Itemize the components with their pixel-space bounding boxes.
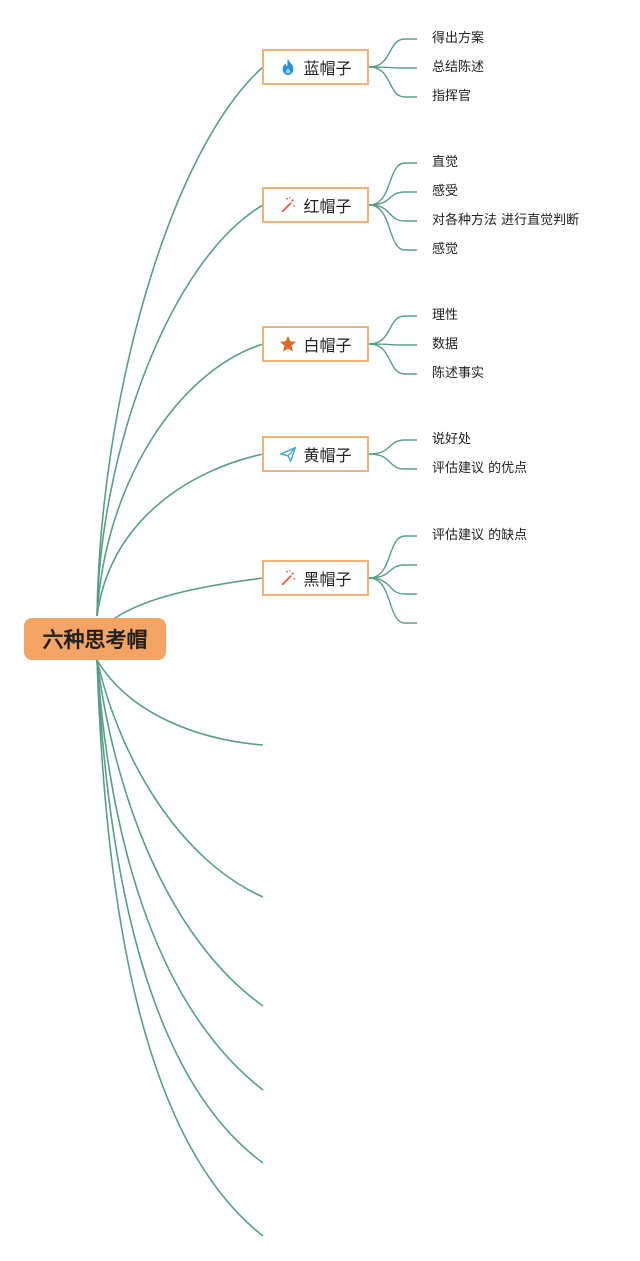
subtopic-connector <box>368 66 417 98</box>
subtopic-label[interactable]: 理性 <box>432 308 459 323</box>
topic-white-hat[interactable]: 白帽子 <box>262 326 369 362</box>
subtopic-label[interactable]: 感觉 <box>432 242 459 257</box>
flame-icon <box>279 58 297 76</box>
subtopic-label[interactable]: 直觉 <box>432 155 459 170</box>
connector-line <box>96 453 264 617</box>
connector-line <box>96 204 264 617</box>
connector-line <box>96 343 264 617</box>
connector-line <box>96 659 264 1091</box>
subtopic-connector <box>368 162 417 206</box>
subtopic-label[interactable]: 陈述事实 <box>432 366 485 381</box>
topic-label: 黑帽子 <box>303 570 352 589</box>
topic-blue-hat[interactable]: 蓝帽子 <box>262 49 369 85</box>
topic-label: 蓝帽子 <box>303 59 352 78</box>
connector-line <box>96 659 264 1164</box>
root-topic[interactable]: 六种思考帽 <box>24 618 166 660</box>
connector-line <box>96 659 264 898</box>
topic-black-hat[interactable]: 黑帽子 <box>262 560 369 596</box>
magic-wand-icon <box>279 196 297 214</box>
subtopic-label[interactable]: 得出方案 <box>432 31 485 46</box>
connector-line <box>96 659 264 1007</box>
magic-wand-icon <box>279 569 297 587</box>
subtopic-connector <box>368 564 417 579</box>
connector-line <box>96 66 264 617</box>
subtopic-connector <box>368 577 417 624</box>
subtopic-label[interactable]: 对各种方法 进行直觉判断 <box>432 213 580 228</box>
topic-red-hat[interactable]: 红帽子 <box>262 187 369 223</box>
root-branch-lines <box>96 66 264 1237</box>
topic-label: 白帽子 <box>303 336 352 355</box>
subtopic-connector <box>368 343 417 346</box>
subtopic-connector <box>368 191 417 206</box>
subtopic-label[interactable]: 评估建议 的优点 <box>432 461 528 476</box>
connector-line <box>114 577 264 619</box>
topic-yellow-hat[interactable]: 黄帽子 <box>262 436 369 472</box>
subtopic-connector <box>368 204 417 251</box>
paper-plane-icon <box>279 445 297 463</box>
connector-line <box>96 659 264 1237</box>
subtopic-label[interactable]: 总结陈述 <box>432 60 485 75</box>
subtopic-connector <box>368 38 417 68</box>
connector-line <box>96 659 264 746</box>
subtopic-connector <box>368 535 417 579</box>
star-icon <box>279 335 297 353</box>
subtopic-connector <box>368 439 417 455</box>
subtopic-label[interactable]: 感受 <box>432 184 459 199</box>
subtopic-connector <box>368 315 417 345</box>
topic-label: 黄帽子 <box>303 446 352 465</box>
subtopic-connector <box>368 343 417 375</box>
leaf-connectors <box>368 38 417 624</box>
topic-label: 红帽子 <box>303 197 352 216</box>
root-topic-label: 六种思考帽 <box>42 628 148 652</box>
subtopic-label[interactable]: 数据 <box>432 337 459 352</box>
subtopic-label[interactable]: 评估建议 的缺点 <box>432 528 528 543</box>
subtopic-label[interactable]: 说好处 <box>432 432 472 447</box>
subtopic-connector <box>368 66 417 69</box>
subtopic-label[interactable]: 指挥官 <box>432 89 472 104</box>
subtopic-connector <box>368 453 417 470</box>
